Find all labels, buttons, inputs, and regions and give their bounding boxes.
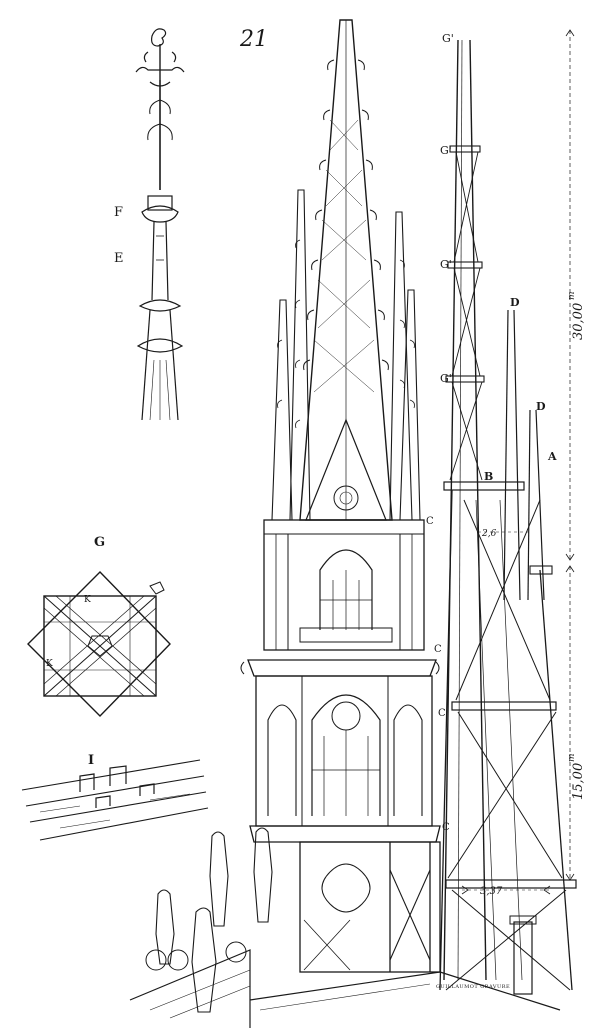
spire-elevation [129,19,561,1028]
label-e: E [114,251,124,266]
finial-detail [135,28,185,421]
label-k-top: K [84,595,91,605]
label-d-top: D [510,296,520,309]
joint-detail-i [21,759,209,841]
label-c-2: C [434,644,442,655]
label-i: I [88,753,94,768]
label-c-1: C [426,516,434,527]
label-k-left: K [46,659,53,669]
timber-framework [439,39,577,991]
label-g-prime-2: G' [440,144,452,157]
label-g-prime-3: G' [440,258,452,271]
dimension-lower: 15,00 [571,763,586,800]
dimension-width-base: 3,37 [480,886,503,897]
label-g-prime-4: G' [440,372,452,385]
engraver-signature: GUILLAUMOT GRAVURE [436,984,510,990]
dimension-width-small: 2,6 [481,529,497,539]
label-a: A [547,450,557,463]
dimension-upper: 30,00 [571,303,586,340]
plan-detail-g [27,571,171,717]
label-g-prime-1: G' [442,32,454,45]
label-d-mid: D [536,400,546,413]
label-c-3: C [438,708,446,719]
label-b: B [484,470,493,483]
dimension-lines [461,29,575,895]
plate-number: 21 [239,27,268,52]
dimension-upper-unit: m [567,291,577,300]
dimension-lower-unit: m [567,753,577,762]
label-f: F [114,205,123,220]
label-g: G [94,535,105,550]
